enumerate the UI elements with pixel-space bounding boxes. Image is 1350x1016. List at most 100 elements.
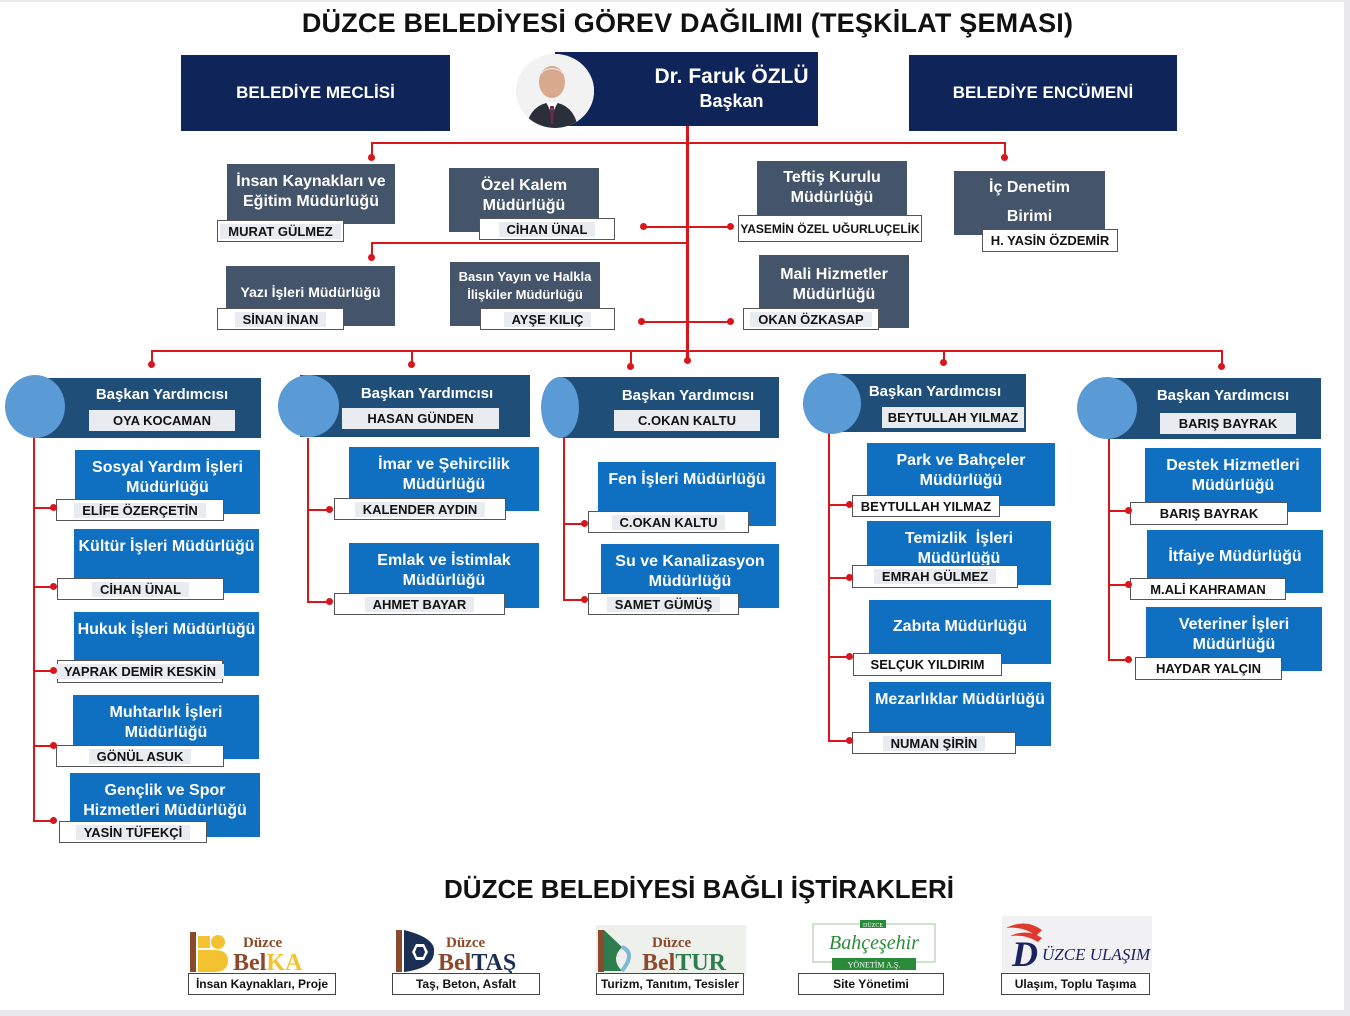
beltas-logo-icon: Düzce BelTAŞ [396,930,516,974]
bahcesehir-logo: DÜZCE Bahçeşehir YÖNETİM A.Ş. [810,919,938,971]
unit-title: Basın Yayın ve Halkla İlişkiler Müdürlüğ… [458,269,592,302]
branch-line [828,504,850,506]
deputy-role: Başkan Yardımcısı [1156,387,1290,404]
head-name-box: GÖNÜL ASUK [56,745,224,767]
unit-title: Teftiş Kurulu Müdürlüğü [783,169,881,206]
branch-line [828,656,850,658]
connector-dot [940,359,947,366]
vp1-trunk [33,438,35,822]
unit-title: Gençlik ve Spor Hizmetleri Müdürlüğü [83,782,247,819]
brand-main: ÜZCE ULAŞIM [1042,945,1151,964]
mayor-box: Dr. Faruk ÖZLÜ Başkan [555,52,818,126]
unit-title: Su ve Kanalizasyon Müdürlüğü [615,553,765,590]
connector-ozel-teftis [643,226,733,228]
head-name-box: SİNAN İNAN [217,308,344,330]
deputy-photo-placeholder [541,377,579,438]
deputy-role: Başkan Yardımcısı [621,387,755,404]
unit-ic-denetim: İç Denetim Birimi [954,171,1105,235]
unit-title: Birimi [1006,208,1053,225]
connector-dot [50,667,57,674]
mayor-avatar [516,54,594,128]
unit-title: Kültür İşleri Müdürlüğü [78,538,255,555]
deputy-name: OYA KOCAMAN [89,410,235,431]
head-name-box: YAPRAK DEMİR KESKİN [56,660,224,683]
connector-dot [640,223,647,230]
head-name: SİNAN İNAN [234,311,327,327]
head-name: KALENDER AYDIN [354,501,486,517]
head-name: YASİN TÜFEKÇİ [75,824,191,840]
connector-dot [1125,581,1132,588]
head-name-box: CİHAN ÜNAL [57,578,224,600]
connector-dot [50,504,57,511]
unit-title: Muhtarlık İşleri Müdürlüğü [109,704,223,741]
connector-dot [846,653,853,660]
connector-vp2 [411,350,413,364]
connector-dot [50,742,57,749]
connector-dot [727,318,734,325]
branch-line [1108,510,1130,512]
deputy-box: Başkan Yardımcısı BARIŞ BAYRAK [1108,378,1321,439]
head-name: MURAT GÜLMEZ [220,223,341,239]
branch-line [563,599,585,601]
brand-top: Düzce [446,935,485,951]
deputy-name: BARIŞ BAYRAK [1160,413,1296,434]
head-name: M.ALİ KAHRAMAN [1150,581,1266,597]
head-name-box: BARIŞ BAYRAK [1130,502,1288,525]
head-name: NUMAN ŞİRİN [882,735,986,751]
connector-dot [326,506,333,513]
brand-main: BelTAŞ [438,950,516,974]
connector-dot [50,817,57,824]
deputy-box: Başkan Yardımcısı BEYTULLAH YILMAZ [830,374,1026,432]
belediye-meclisi-label: BELEDİYE MECLİSİ [236,83,395,102]
vp5-trunk [1108,438,1110,660]
deputy-name: C.OKAN KALTU [614,410,760,431]
deputy-name: BEYTULLAH YILMAZ [882,407,1024,428]
mayor-name: Dr. Faruk ÖZLÜ [654,65,809,88]
head-name-box: HAYDAR YALÇIN [1135,657,1282,680]
brand-top: DÜZCE [863,922,883,929]
deputy-box: Başkan Yardımcısı HASAN GÜNDEN [300,375,530,437]
deputy-box: Başkan Yardımcısı OYA KOCAMAN [34,378,261,438]
head-name: HAYDAR YALÇIN [1156,661,1261,676]
unit-insan-kaynaklari: İnsan Kaynakları ve Eğitim Müdürlüğü [227,164,395,224]
brand-top: D [1011,934,1038,972]
branch-line [33,745,55,747]
branch-line [307,601,331,603]
deputy-role: Başkan Yardımcısı [95,386,229,403]
unit-title: Mezarlıklar Müdürlüğü [875,691,1045,708]
mayor-role: Başkan [699,91,764,111]
connector-dot [326,598,333,605]
connector-dot [408,361,415,368]
belediye-encumeni-box: BELEDİYE ENCÜMENİ [909,55,1177,131]
head-name: AYŞE KILIÇ [503,311,592,327]
head-name-box: AYŞE KILIÇ [480,308,615,330]
vp4-trunk [828,432,830,742]
unit-title: Emlak ve İstimlak Müdürlüğü [377,552,511,589]
connector-dot [368,154,375,161]
deputy-role: Başkan Yardımcısı [868,383,1002,400]
connector-dot [1125,656,1132,663]
head-name: YAPRAK DEMİR KESKİN [56,664,224,679]
unit-title: İmar ve Şehircilik Müdürlüğü [378,456,510,493]
connector-dot [581,520,588,527]
brand-main: Bahçeşehir [829,932,919,954]
head-name: SELÇUK YILDIRIM [870,657,985,672]
staff-connector-top [371,142,1006,144]
head-name-box: C.OKAN KALTU [588,511,749,533]
head-name: EMRAH GÜLMEZ [873,569,997,584]
unit-title: İtfaiye Müdürlüğü [1168,548,1302,565]
head-name: SAMET GÜMÜŞ [606,596,721,612]
unit-teftis-kurulu: Teftiş Kurulu Müdürlüğü [757,161,907,217]
belka-logo: Düzce BelKA [188,928,338,974]
deputy-photo-placeholder [803,373,861,434]
belediye-encumeni-label: BELEDİYE ENCÜMENİ [952,83,1134,102]
unit-title: Sosyal Yardım İşleri Müdürlüğü [92,459,243,496]
connector-dot [148,361,155,368]
branch-line [563,523,585,525]
connector-icdenetim [1004,142,1006,158]
unit-title: Hukuk İşleri Müdürlüğü [77,621,256,638]
unit-title: Destek Hizmetleri Müdürlüğü [1166,457,1300,494]
connector-dot [638,318,645,325]
connector-dot [368,254,375,261]
